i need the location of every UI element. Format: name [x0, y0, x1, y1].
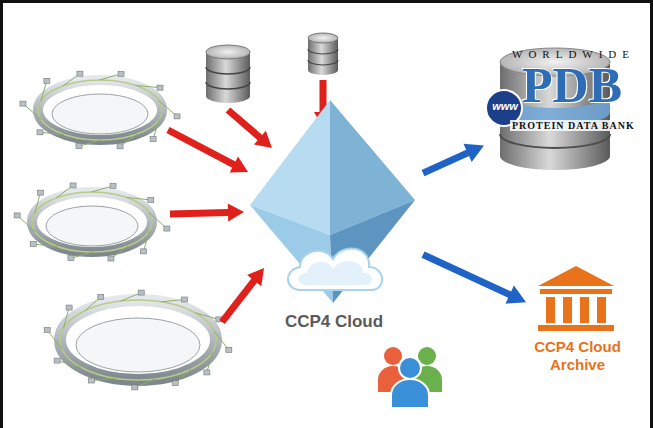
- node-label: PROTEIN DATA BANK: [510, 120, 637, 131]
- synchrotron-ring: [38, 80, 162, 140]
- database-icon: [206, 45, 250, 103]
- input-arrow: [166, 127, 248, 173]
- synchrotron-ring: [32, 192, 152, 252]
- synchrotron-ring: [60, 300, 216, 380]
- input-arrow: [219, 268, 264, 324]
- node-label: PDB: [522, 56, 622, 114]
- input-arrow: [226, 107, 272, 148]
- pdb-database: WORLDWIDEwwwPDBPROTEIN DATA BANK: [484, 46, 640, 174]
- node-label: www: [488, 100, 522, 112]
- cloud-diamond-shape: [245, 95, 420, 330]
- beamlines: [14, 71, 232, 390]
- node-label: CCP4 Cloud: [245, 312, 423, 332]
- synchrotron-rings: [14, 71, 232, 390]
- cloud-diamond: CCP4 Cloud: [245, 95, 423, 332]
- archive-building: CCP4 Cloud Archive: [526, 262, 629, 390]
- input-arrow: [170, 203, 244, 221]
- users-icon: [378, 347, 442, 408]
- output-arrow: [422, 251, 527, 303]
- output-arrow: [422, 144, 484, 177]
- database-icon: [308, 33, 338, 75]
- node-label: CCP4 Cloud Archive: [526, 338, 629, 374]
